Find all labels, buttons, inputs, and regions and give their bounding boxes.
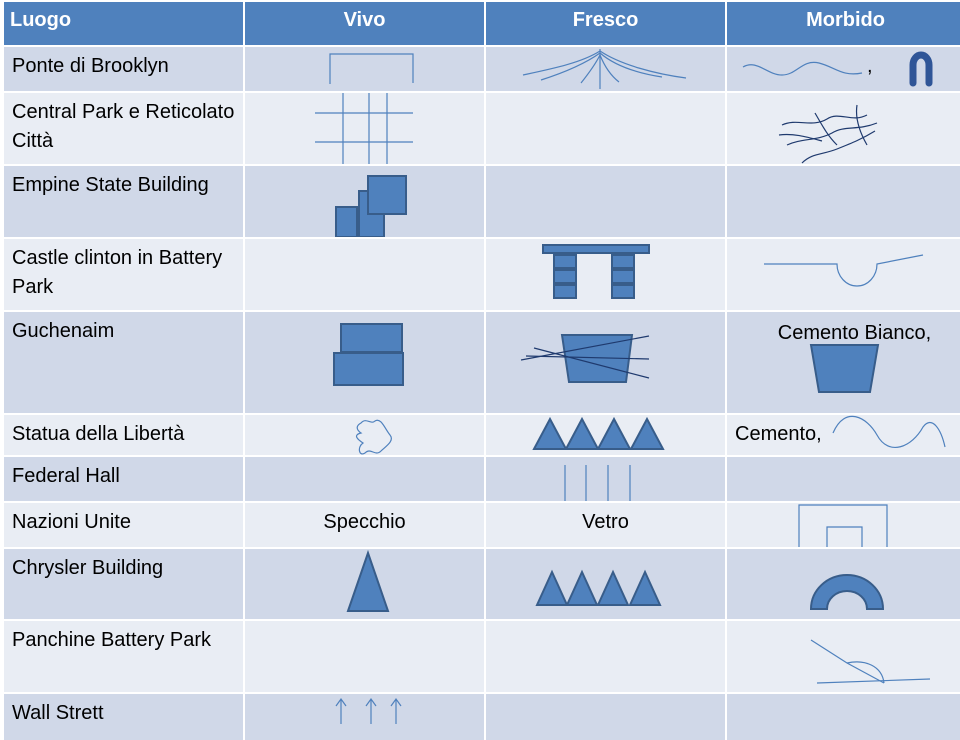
vivo-cell-central-park [245, 93, 484, 164]
header-vivo: Vivo [245, 2, 484, 45]
comma-mark: , [867, 55, 873, 77]
row-name-castle-clinton: Castle clinton in Battery Park [4, 239, 243, 310]
trapezoid-shape [809, 344, 880, 393]
row-name-nazioni-unite: Nazioni Unite [4, 503, 243, 547]
morbido-cell-statua-liberta: Cemento, [727, 415, 960, 455]
row-name-federal-hall: Federal Hall [4, 457, 243, 501]
label-specchio: Specchio [323, 511, 406, 533]
header-luogo: Luogo [4, 2, 243, 45]
morbido-cell-ponte-di-brooklyn: , [727, 47, 960, 91]
semicircle-line-sketch [764, 254, 924, 287]
vivo-cell-panchine [245, 621, 484, 692]
vivo-cell-nazioni-unite: Specchio [245, 503, 484, 547]
vivo-cell-ponte-di-brooklyn [245, 47, 484, 91]
morbido-cell-central-park [727, 93, 960, 164]
vivo-cell-guchenaim [245, 312, 484, 413]
suspension-cables-sketch [522, 49, 687, 89]
fresco-cell-panchine [486, 621, 725, 692]
fresco-cell-guchenaim [486, 312, 725, 413]
row-name-statua-liberta: Statua della Libertà [4, 415, 243, 455]
header-morbido: Morbido [727, 2, 960, 45]
row-name-chrysler: Chrysler Building [4, 549, 243, 619]
bench-sketch [810, 639, 931, 684]
fresco-cell-chrysler [486, 549, 725, 619]
morbido-cell-empire-state [727, 166, 960, 237]
two-blocks-shape [333, 323, 404, 386]
vivo-cell-castle-clinton [245, 239, 484, 310]
fresco-cell-statua-liberta [486, 415, 725, 455]
up-arrows-sketch [335, 697, 402, 724]
columns-sketch [564, 465, 631, 501]
wave-line-sketch [742, 61, 863, 76]
building-outline-sketch [798, 504, 888, 547]
fresco-cell-federal-hall [486, 457, 725, 501]
vivo-cell-chrysler [245, 549, 484, 619]
triangle-row-shape-2 [535, 569, 662, 606]
arch-shape [909, 51, 933, 87]
label-vetro: Vetro [582, 511, 629, 533]
row-name-guchenaim: Guchenaim [4, 312, 243, 413]
row-name-empire-state: Empine State Building [4, 166, 243, 237]
morbido-cell-panchine [727, 621, 960, 692]
vivo-cell-federal-hall [245, 457, 484, 501]
morbido-cell-castle-clinton [727, 239, 960, 310]
fresco-cell-wall-strett [486, 694, 725, 740]
morbido-cell-federal-hall [727, 457, 960, 501]
label-cemento: Cemento, [735, 423, 822, 445]
table-structure-shape [542, 244, 650, 299]
morbido-cell-guchenaim: Cemento Bianco, [727, 312, 960, 413]
fresco-cell-central-park [486, 93, 725, 164]
spire-triangle-shape [346, 549, 390, 612]
triangle-row-shape [532, 416, 665, 450]
squiggle-sketch [355, 419, 392, 455]
row-name-central-park: Central Park e Reticolato Città [4, 93, 243, 164]
fresco-cell-nazioni-unite: Vetro [486, 503, 725, 547]
morbido-cell-chrysler [727, 549, 960, 619]
header-fresco: Fresco [486, 2, 725, 45]
row-name-panchine: Panchine Battery Park [4, 621, 243, 692]
half-ring-shape [809, 574, 885, 610]
sketch-table: Luogo Vivo Fresco Morbido Ponte di Brook… [4, 2, 960, 740]
vivo-cell-wall-strett [245, 694, 484, 740]
fresco-cell-castle-clinton [486, 239, 725, 310]
street-grid-sketch [315, 93, 413, 164]
row-name-wall-strett: Wall Strett [4, 694, 243, 740]
morbido-cell-wall-strett [727, 694, 960, 740]
fresco-cell-empire-state [486, 166, 725, 237]
vivo-cell-statua-liberta [245, 415, 484, 455]
row-name-ponte-di-brooklyn: Ponte di Brooklyn [4, 47, 243, 91]
tangled-lines-sketch [778, 104, 878, 164]
morbido-cell-nazioni-unite [727, 503, 960, 547]
crossed-trapezoid-shape [520, 334, 650, 383]
vivo-cell-empire-state [245, 166, 484, 237]
bridge-frame-sketch [329, 53, 414, 84]
stacked-blocks-shape [335, 175, 407, 237]
sine-wave-sketch [832, 415, 946, 448]
fresco-cell-ponte-di-brooklyn [486, 47, 725, 91]
label-cemento-bianco: Cemento Bianco, [777, 322, 932, 344]
